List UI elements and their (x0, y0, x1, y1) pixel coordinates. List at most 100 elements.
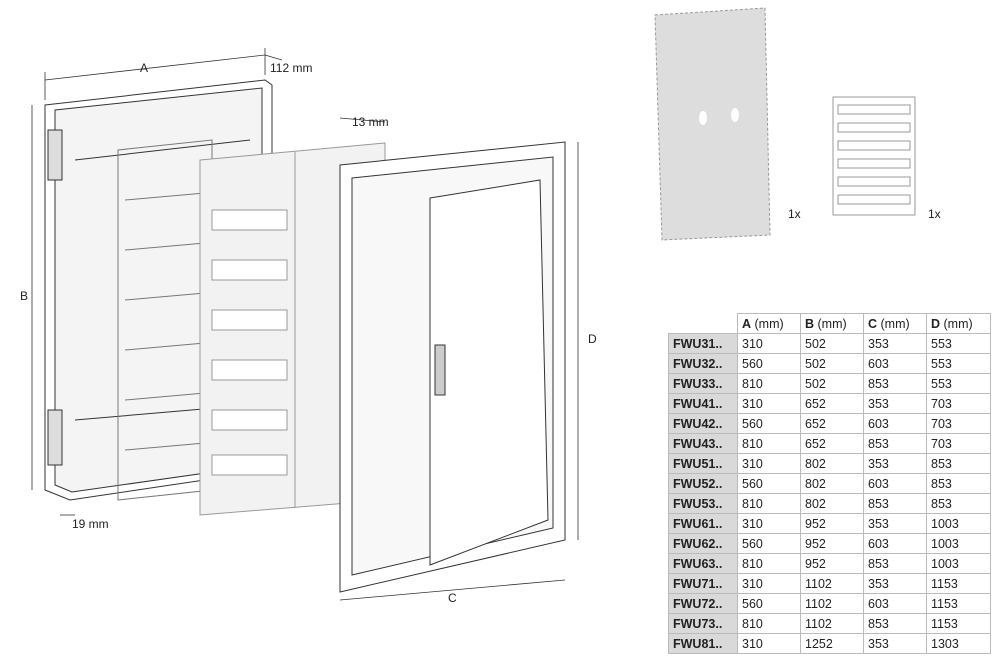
value-cell: 353 (863, 333, 927, 354)
value-cell: 353 (863, 633, 927, 654)
value-cell: 502 (800, 353, 864, 374)
value-cell: 1153 (926, 593, 991, 614)
value-cell: 353 (863, 573, 927, 594)
model-cell: FWU51.. (668, 453, 738, 474)
door-frame (339, 141, 566, 593)
value-cell: 802 (800, 473, 864, 494)
value-cell: 310 (737, 513, 801, 534)
value-cell: 560 (737, 593, 801, 614)
value-cell: 502 (800, 333, 864, 354)
mounting-plate (654, 7, 771, 241)
value-cell: 853 (863, 493, 927, 514)
value-cell: 802 (800, 453, 864, 474)
cover-plate (199, 142, 386, 516)
value-cell: 560 (737, 533, 801, 554)
dim-d-label: D (588, 332, 597, 346)
dimension-c (339, 579, 566, 601)
value-cell: 310 (737, 333, 801, 354)
model-cell: FWU41.. (668, 393, 738, 414)
value-cell: 652 (800, 413, 864, 434)
value-cell: 353 (863, 513, 927, 534)
value-cell: 853 (926, 473, 991, 494)
value-cell: 1153 (926, 573, 991, 594)
value-cell: 1102 (800, 593, 864, 614)
model-cell: FWU33.. (668, 373, 738, 394)
model-cell: FWU31.. (668, 333, 738, 354)
value-cell: 810 (737, 373, 801, 394)
value-cell: 353 (863, 393, 927, 414)
model-cell: FWU32.. (668, 353, 738, 374)
value-cell: 603 (863, 413, 927, 434)
value-cell: 652 (800, 393, 864, 414)
model-cell: FWU61.. (668, 513, 738, 534)
model-cell: FWU62.. (668, 533, 738, 554)
model-cell: FWU71.. (668, 573, 738, 594)
value-cell: 652 (800, 433, 864, 454)
value-cell: 853 (863, 433, 927, 454)
value-cell: 603 (863, 473, 927, 494)
col-c-header: C (mm) (863, 313, 927, 334)
model-cell: FWU52.. (668, 473, 738, 494)
value-cell: 810 (737, 553, 801, 574)
value-cell: 353 (863, 453, 927, 474)
dim-112-label: 112 mm (270, 61, 312, 75)
model-cell: FWU73.. (668, 613, 738, 634)
value-cell: 703 (926, 393, 991, 414)
dim-19-label: 19 mm (72, 517, 109, 531)
value-cell: 1102 (800, 613, 864, 634)
labels-qty: 1x (928, 207, 941, 221)
value-cell: 1003 (926, 513, 991, 534)
value-cell: 853 (863, 553, 927, 574)
table-header-row: A (mm) B (mm) C (mm) D (mm) (669, 313, 991, 334)
col-a-header: A (mm) (737, 313, 801, 334)
value-cell: 853 (926, 453, 991, 474)
dim-c-label: C (448, 591, 457, 605)
value-cell: 310 (737, 573, 801, 594)
value-cell: 810 (737, 613, 801, 634)
value-cell: 502 (800, 373, 864, 394)
value-cell: 1303 (926, 633, 991, 654)
value-cell: 560 (737, 353, 801, 374)
value-cell: 1102 (800, 573, 864, 594)
col-d-header: D (mm) (926, 313, 991, 334)
dimension-a (44, 48, 283, 100)
value-cell: 1252 (800, 633, 864, 654)
value-cell: 1003 (926, 553, 991, 574)
model-cell: FWU42.. (668, 413, 738, 434)
value-cell: 310 (737, 453, 801, 474)
model-cell: FWU53.. (668, 493, 738, 514)
value-cell: 310 (737, 393, 801, 414)
value-cell: 553 (926, 333, 991, 354)
dim-13-label: 13 mm (352, 115, 389, 129)
value-cell: 810 (737, 493, 801, 514)
value-cell: 853 (863, 373, 927, 394)
value-cell: 952 (800, 533, 864, 554)
value-cell: 553 (926, 373, 991, 394)
value-cell: 952 (800, 553, 864, 574)
value-cell: 1003 (926, 533, 991, 554)
value-cell: 553 (926, 353, 991, 374)
value-cell: 310 (737, 633, 801, 654)
plate-qty: 1x (788, 207, 801, 221)
model-cell: FWU81.. (668, 633, 738, 654)
model-cell: FWU72.. (668, 593, 738, 614)
value-cell: 703 (926, 433, 991, 454)
label-strips (832, 96, 916, 216)
value-cell: 560 (737, 473, 801, 494)
